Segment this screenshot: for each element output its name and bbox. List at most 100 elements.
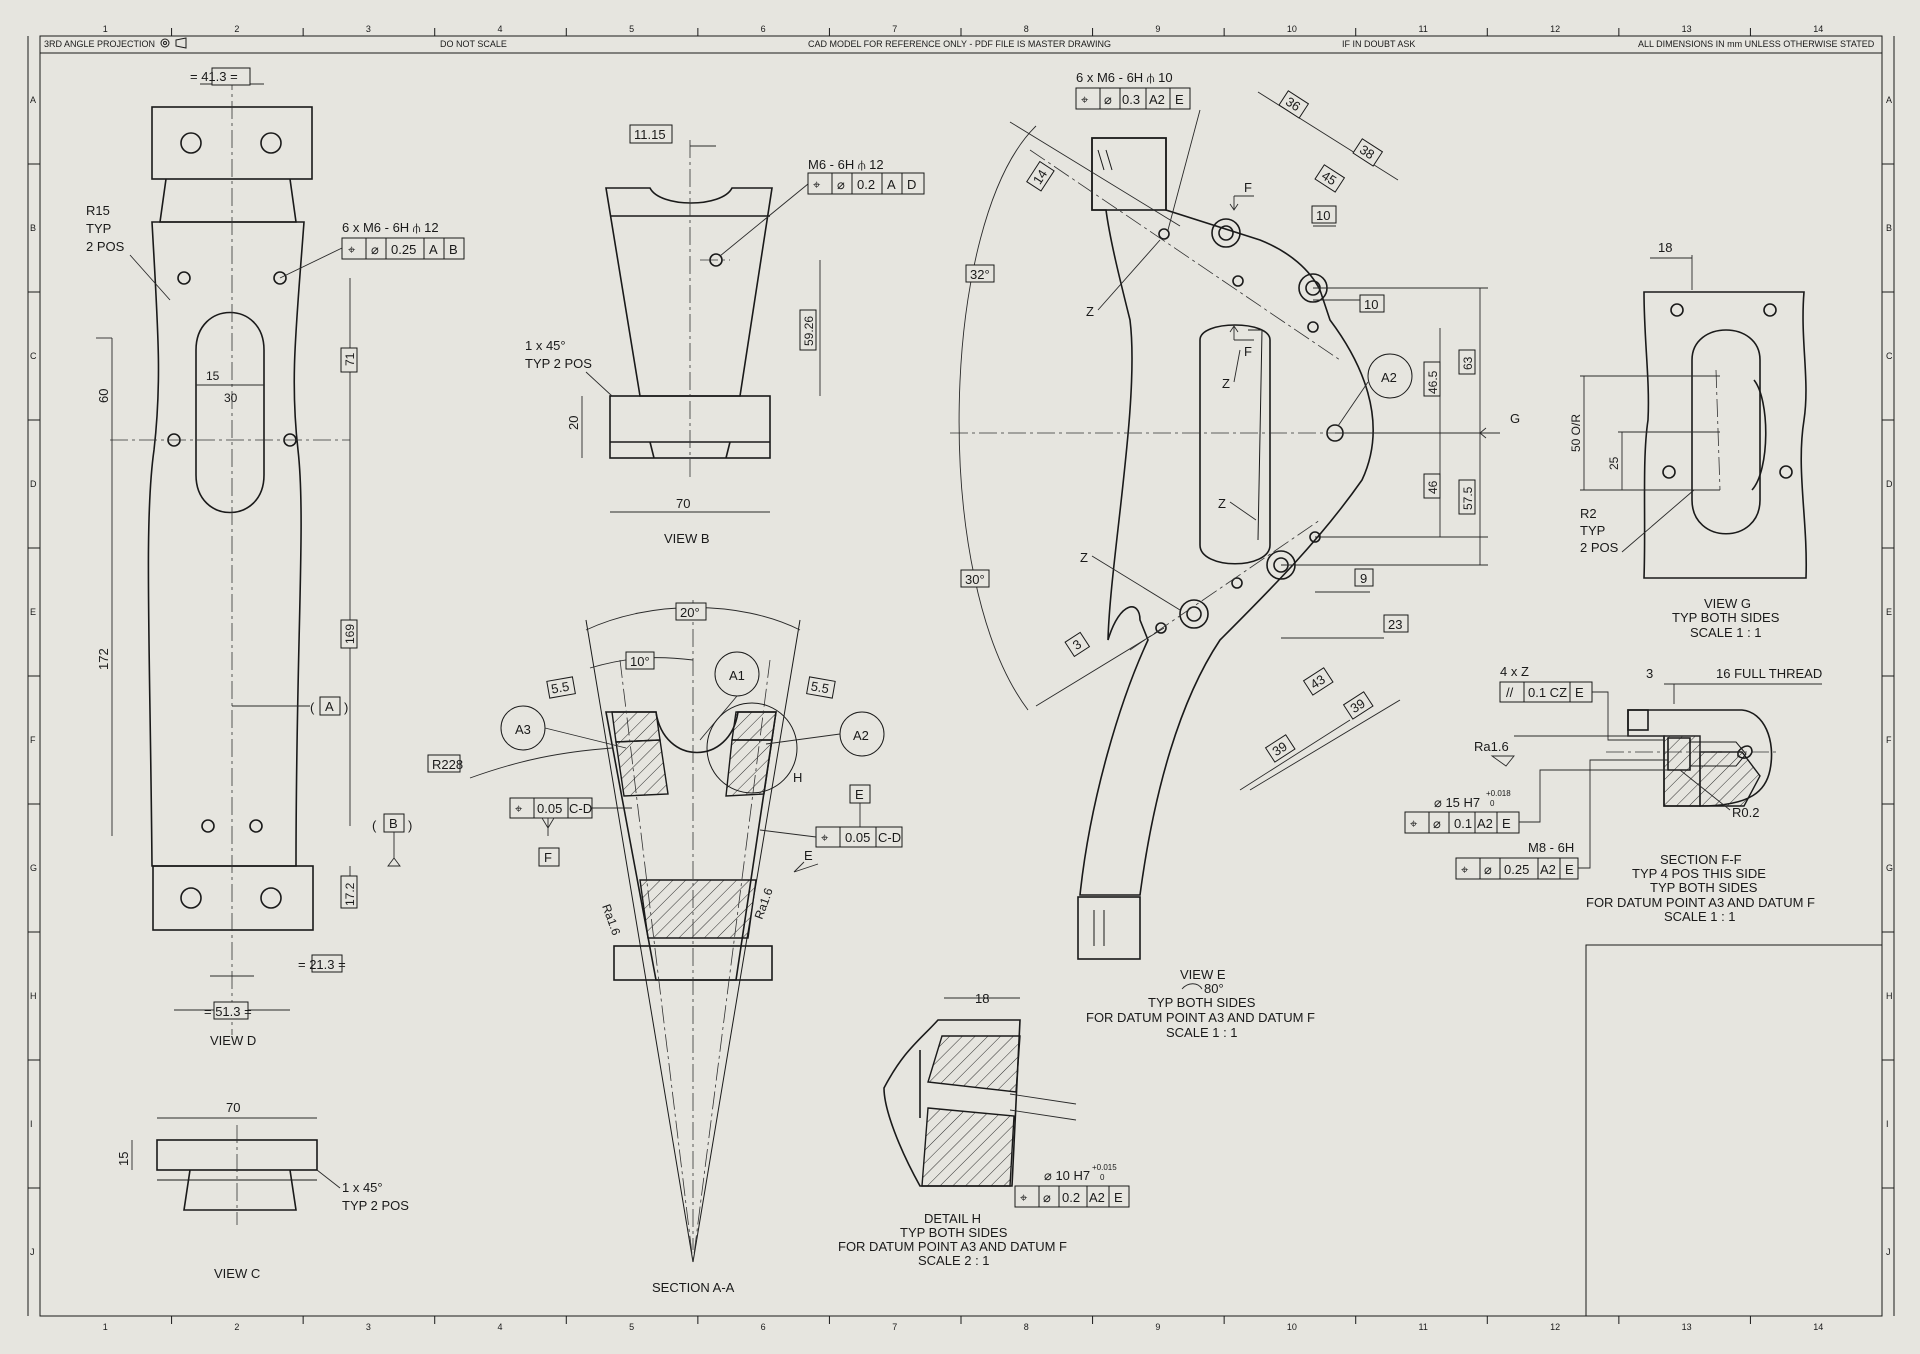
view-e-a32: 32° bbox=[970, 267, 990, 282]
svg-text:): ) bbox=[408, 818, 412, 833]
grid-col-label: 12 bbox=[1550, 1322, 1560, 1332]
grid-row-label: D bbox=[1886, 479, 1893, 489]
view-e-datum-note: FOR DATUM POINT A3 AND DATUM F bbox=[1086, 1010, 1315, 1025]
detail-h: 18 ⌀ 10 H7 +0.015 0 ⌖ ⌀ 0.2 A2 E DETAIL … bbox=[838, 991, 1130, 1268]
svg-text:A: A bbox=[429, 242, 438, 257]
view-b-chamfer-pos: TYP 2 POS bbox=[525, 356, 592, 371]
view-e-f-top: F bbox=[1244, 180, 1252, 195]
view-e-d46-5: 46.5 bbox=[1426, 370, 1440, 394]
grid-row-label: G bbox=[1886, 863, 1893, 873]
grid-col-label: 12 bbox=[1550, 24, 1560, 34]
view-g-scale: SCALE 1 : 1 bbox=[1690, 625, 1762, 640]
view-e-d45: 45 bbox=[1319, 168, 1339, 188]
svg-text:0.25: 0.25 bbox=[1504, 862, 1529, 877]
grid-col-label: 1 bbox=[103, 24, 108, 34]
view-g-d50: 50 O/R bbox=[1569, 414, 1583, 452]
svg-text:D: D bbox=[907, 177, 916, 192]
svg-text:0.3: 0.3 bbox=[1122, 92, 1140, 107]
grid-row-label: H bbox=[30, 991, 37, 1001]
view-b-gdt-frame: ⌖ ⌀ 0.2 A D bbox=[807, 172, 925, 195]
grid-row-label: C bbox=[30, 351, 37, 361]
section-ff-d3: 3 bbox=[1646, 666, 1653, 681]
svg-text:0.25: 0.25 bbox=[391, 242, 416, 257]
grid-row-label: B bbox=[1886, 223, 1892, 233]
view-g-r2-pos: 2 POS bbox=[1580, 540, 1619, 555]
view-e-thread-note: 6 x M6 - 6H ⫛ 10 bbox=[1076, 70, 1173, 85]
grid-row-label: E bbox=[1886, 607, 1892, 617]
view-g: 18 50 O/R 25 R2 TYP 2 POS VIEW G TYP BOT… bbox=[1569, 240, 1808, 640]
grid-row-label: H bbox=[1886, 991, 1893, 1001]
detail-h-tol-up: +0.015 bbox=[1092, 1163, 1117, 1172]
section-aa-h: H bbox=[793, 770, 802, 785]
section-aa-a3: A3 bbox=[515, 722, 531, 737]
section-aa-e: E bbox=[804, 848, 813, 863]
grid-col-label: 4 bbox=[498, 1322, 503, 1332]
section-ff-bore: ⌀ 15 H7 bbox=[1434, 795, 1480, 810]
view-e-d63: 63 bbox=[1461, 356, 1475, 370]
section-ff-datum-note: FOR DATUM POINT A3 AND DATUM F bbox=[1586, 895, 1815, 910]
view-e-z-3: Z bbox=[1218, 496, 1226, 511]
view-e-gdt-frame: ⌖ ⌀ 0.3 A2 E bbox=[1075, 87, 1191, 110]
view-c-d70: 70 bbox=[226, 1100, 240, 1115]
grid-col-label: 7 bbox=[892, 24, 897, 34]
view-b-thread-note: M6 - 6H ⫛ 12 bbox=[808, 157, 884, 172]
view-d-thread-note: 6 x M6 - 6H ⫛ 12 bbox=[342, 220, 439, 235]
section-aa-ra-left: Ra1.6 bbox=[599, 902, 623, 937]
svg-text:0.1: 0.1 bbox=[1454, 816, 1472, 831]
svg-text:⌖: ⌖ bbox=[1020, 1190, 1028, 1205]
view-e-g: G bbox=[1510, 411, 1520, 426]
view-e: 32° 30° 6 x M6 - 6H ⫛ 10 ⌖ ⌀ 0.3 A2 E 36… bbox=[950, 70, 1520, 1040]
svg-text:A2: A2 bbox=[1149, 92, 1165, 107]
svg-text:(: ( bbox=[372, 818, 377, 833]
section-ff-tol-up: +0.018 bbox=[1486, 789, 1511, 798]
svg-text:): ) bbox=[344, 700, 348, 715]
grid-col-label: 11 bbox=[1419, 1322, 1428, 1332]
view-d-dim-top: = 41.3 = bbox=[190, 69, 238, 84]
view-e-z-4: Z bbox=[1080, 550, 1088, 565]
grid-col-label: 6 bbox=[761, 24, 766, 34]
section-a-a: 20° 10° 5.5 5.5 A1 A3 A2 H R228 ⌖ 0.05 C… bbox=[427, 600, 903, 1295]
section-aa-d5-5-right: 5.5 bbox=[810, 678, 830, 696]
section-aa-a20: 20° bbox=[680, 605, 700, 620]
view-d-d60: 60 bbox=[96, 389, 111, 403]
view-c-d15: 15 bbox=[116, 1152, 131, 1166]
svg-text:⌀: ⌀ bbox=[1484, 862, 1492, 877]
svg-text:C-D: C-D bbox=[878, 830, 901, 845]
section-ff-gdt-thread: ⌖ ⌀ 0.25 A2 E bbox=[1455, 857, 1579, 880]
detail-h-title: DETAIL H bbox=[924, 1211, 981, 1226]
grid-row-label: I bbox=[1886, 1119, 1889, 1129]
view-d-datum-a: A bbox=[325, 699, 334, 714]
view-e-d46: 46 bbox=[1426, 480, 1440, 494]
detail-h-d18: 18 bbox=[975, 991, 989, 1006]
svg-text:B: B bbox=[449, 242, 458, 257]
grid-row-label: F bbox=[1886, 735, 1892, 745]
grid-row-label: A bbox=[1886, 95, 1892, 105]
section-ff-typ-both: TYP BOTH SIDES bbox=[1650, 880, 1758, 895]
svg-text:⌖: ⌖ bbox=[821, 830, 829, 845]
grid-col-label: 8 bbox=[1024, 1322, 1029, 1332]
do-not-scale-note: DO NOT SCALE bbox=[440, 39, 507, 49]
grid-col-label: 11 bbox=[1419, 24, 1428, 34]
view-e-f-bottom: F bbox=[1244, 344, 1252, 359]
grid-row-label: F bbox=[30, 735, 36, 745]
grid-col-label: 6 bbox=[761, 1322, 766, 1332]
section-f-f: 4 x Z // 0.1 CZ E 3 16 FULL THREAD Ra1.6… bbox=[1404, 664, 1822, 924]
grid-col-label: 4 bbox=[498, 24, 503, 34]
detail-h-scale: SCALE 2 : 1 bbox=[918, 1253, 990, 1268]
detail-h-datum-note: FOR DATUM POINT A3 AND DATUM F bbox=[838, 1239, 1067, 1254]
svg-text:(: ( bbox=[310, 700, 315, 715]
section-aa-a2: A2 bbox=[853, 728, 869, 743]
view-e-d36: 36 bbox=[1283, 94, 1303, 114]
grid-col-label: 9 bbox=[1155, 1322, 1160, 1332]
section-ff-title: SECTION F-F bbox=[1660, 852, 1742, 867]
detail-h-typ: TYP BOTH SIDES bbox=[900, 1225, 1008, 1240]
view-b-d20: 20 bbox=[566, 416, 581, 430]
section-aa-gdt-right: ⌖ 0.05 C-D bbox=[815, 826, 903, 848]
view-b-d70: 70 bbox=[676, 496, 690, 511]
svg-text:E: E bbox=[1575, 685, 1584, 700]
svg-text:⌖: ⌖ bbox=[515, 801, 523, 816]
svg-text:E: E bbox=[1565, 862, 1574, 877]
grid-col-label: 13 bbox=[1682, 24, 1692, 34]
